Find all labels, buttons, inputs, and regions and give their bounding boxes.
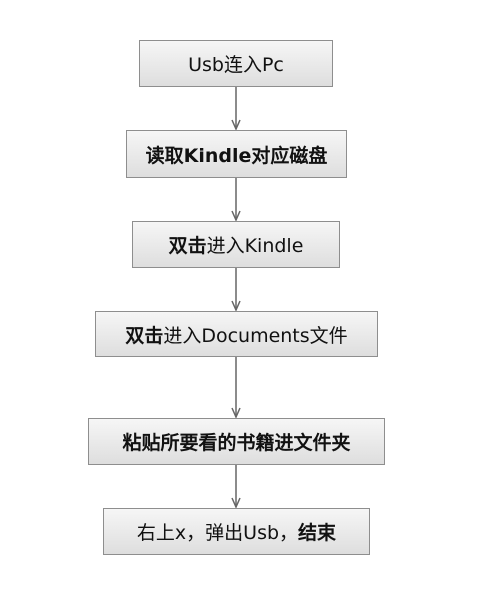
step-open-kindle: 双击进入Kindle xyxy=(132,221,340,268)
step-paste-books: 粘贴所要看的书籍进文件夹 xyxy=(88,418,385,465)
step-text-emphasis: 双击 xyxy=(168,235,207,257)
step-read-kindle-disk: 读取Kindle对应磁盘 xyxy=(126,130,347,178)
step-text-emphasis: 结束 xyxy=(298,522,337,544)
step-open-documents: 双击进入Documents文件 xyxy=(95,311,378,357)
step-text: 进入Kindle xyxy=(206,235,304,257)
step-eject-finish: 右上x，弹出Usb，结束 xyxy=(103,508,370,555)
step-usb-connect: Usb连入Pc xyxy=(139,40,333,87)
step-text: Usb连入Pc xyxy=(188,54,284,76)
step-text-emphasis: 双击 xyxy=(125,324,164,347)
step-text: 粘贴所要看的书籍进文件夹 xyxy=(122,432,351,454)
step-text: 进入Documents文件 xyxy=(163,324,348,347)
step-text: 读取Kindle对应磁盘 xyxy=(145,144,328,167)
step-text: 右上x，弹出Usb， xyxy=(136,522,299,544)
